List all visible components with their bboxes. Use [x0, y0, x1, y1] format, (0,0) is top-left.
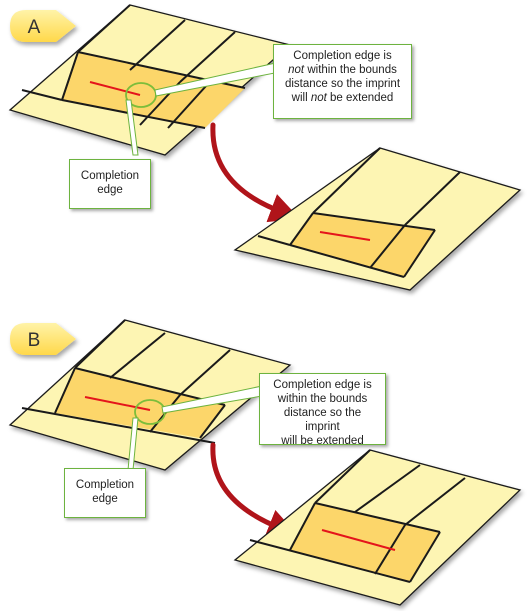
source-plate-a — [8, 4, 292, 156]
bounds-note-a-line4: will not be extended — [291, 92, 394, 104]
completion-edge-callout-a: Completion edge — [69, 159, 151, 209]
panel-b: B — [8, 319, 522, 606]
badge-a: A — [10, 10, 76, 42]
completion-edge-callout-b: Completion edge — [64, 468, 146, 518]
result-plate-b — [233, 449, 522, 606]
badge-b: B — [10, 323, 76, 355]
bounds-note-b-line4: will be extended — [281, 435, 364, 447]
completion-edge-result-a — [319, 231, 371, 241]
bounds-note-callout-b: Completion edge is within the bounds dis… — [259, 373, 386, 447]
panel-a: A — [8, 4, 522, 291]
completion-edge-b — [84, 396, 151, 411]
bounds-note-a-line2: not within the bounds — [288, 64, 397, 76]
callout-pointer-completion-a — [125, 99, 139, 156]
bounds-note-b-line1: Completion edge is — [273, 379, 372, 391]
bounds-note-a-line3: distance so the imprint — [284, 78, 401, 90]
completion-label-b-line1: Completion — [75, 479, 135, 491]
bounds-note-a-line1: Completion edge is — [293, 50, 392, 62]
completion-label-a-line1: Completion — [80, 170, 140, 182]
result-edges-b — [249, 449, 466, 583]
imprint-region-a — [62, 52, 245, 128]
transition-arrow-b — [210, 442, 298, 538]
result-edges-a — [257, 147, 461, 278]
extended-imprint-region-a — [290, 213, 435, 277]
completion-edge-result-b — [321, 529, 396, 551]
badge-a-label: A — [28, 17, 41, 38]
result-plate-a — [233, 147, 522, 291]
transition-arrow-a — [210, 122, 300, 223]
bounds-note-b-line3: distance so the imprint — [283, 407, 362, 433]
completion-label-b-line2: edge — [92, 493, 118, 505]
imprint-edges-b — [21, 319, 231, 444]
bounds-note-b-line2: within the bounds — [277, 393, 368, 405]
completion-edge-a — [89, 81, 141, 96]
completion-label-a-line2: edge — [97, 184, 123, 196]
source-plate-b — [8, 319, 292, 471]
badge-b-label: B — [28, 330, 41, 351]
bounds-note-callout-a: Completion edge is not within the bounds… — [273, 44, 412, 119]
